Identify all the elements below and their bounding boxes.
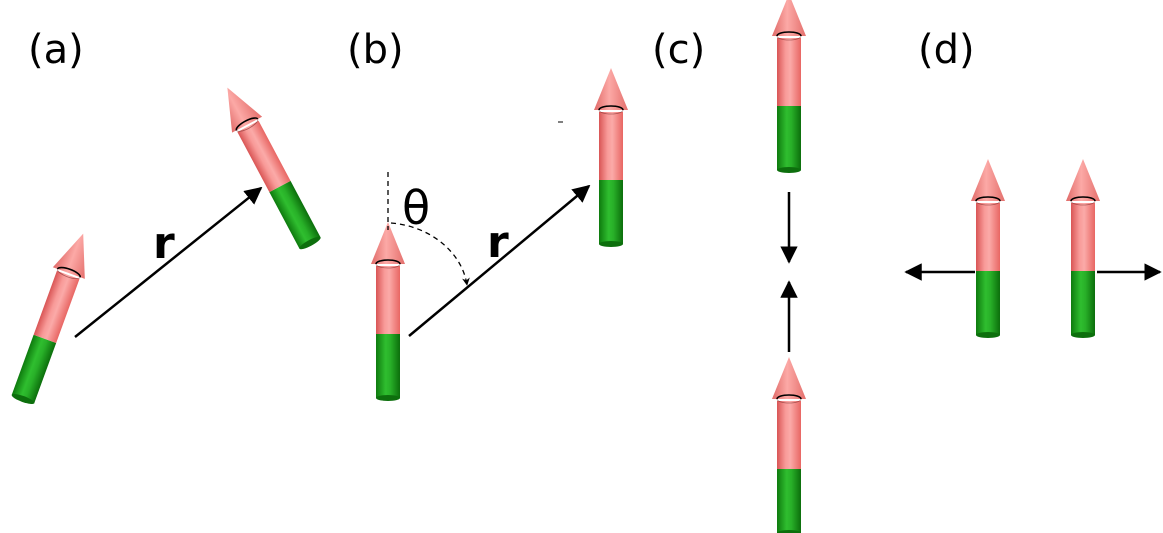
separation-vector-a xyxy=(74,186,263,338)
dipole-b-right xyxy=(593,67,629,248)
angle-theta-label: θ xyxy=(402,181,430,235)
angle-theta-arc xyxy=(390,222,470,286)
panel-b: (b) θ r xyxy=(347,27,629,402)
panel-a-label: (a) xyxy=(28,27,84,73)
dipole-c-top xyxy=(771,0,807,174)
panel-c: (c) xyxy=(652,0,807,533)
vector-r-label-b: r xyxy=(487,217,509,268)
dipole-c-bottom xyxy=(771,356,807,533)
separation-vector-b xyxy=(408,184,591,337)
dipole-b-left xyxy=(370,221,406,402)
dipole-a-left xyxy=(5,226,100,409)
panel-d-label: (d) xyxy=(918,27,975,73)
dipole-a-right xyxy=(211,78,328,255)
dipole-d-right xyxy=(1065,158,1101,339)
panel-c-label: (c) xyxy=(652,27,705,73)
dipole-d-left xyxy=(970,158,1006,339)
panel-b-label: (b) xyxy=(347,27,404,73)
panel-d: (d) xyxy=(904,27,1162,339)
panel-a: (a) r xyxy=(5,27,328,409)
vector-r-label-a: r xyxy=(153,218,175,269)
